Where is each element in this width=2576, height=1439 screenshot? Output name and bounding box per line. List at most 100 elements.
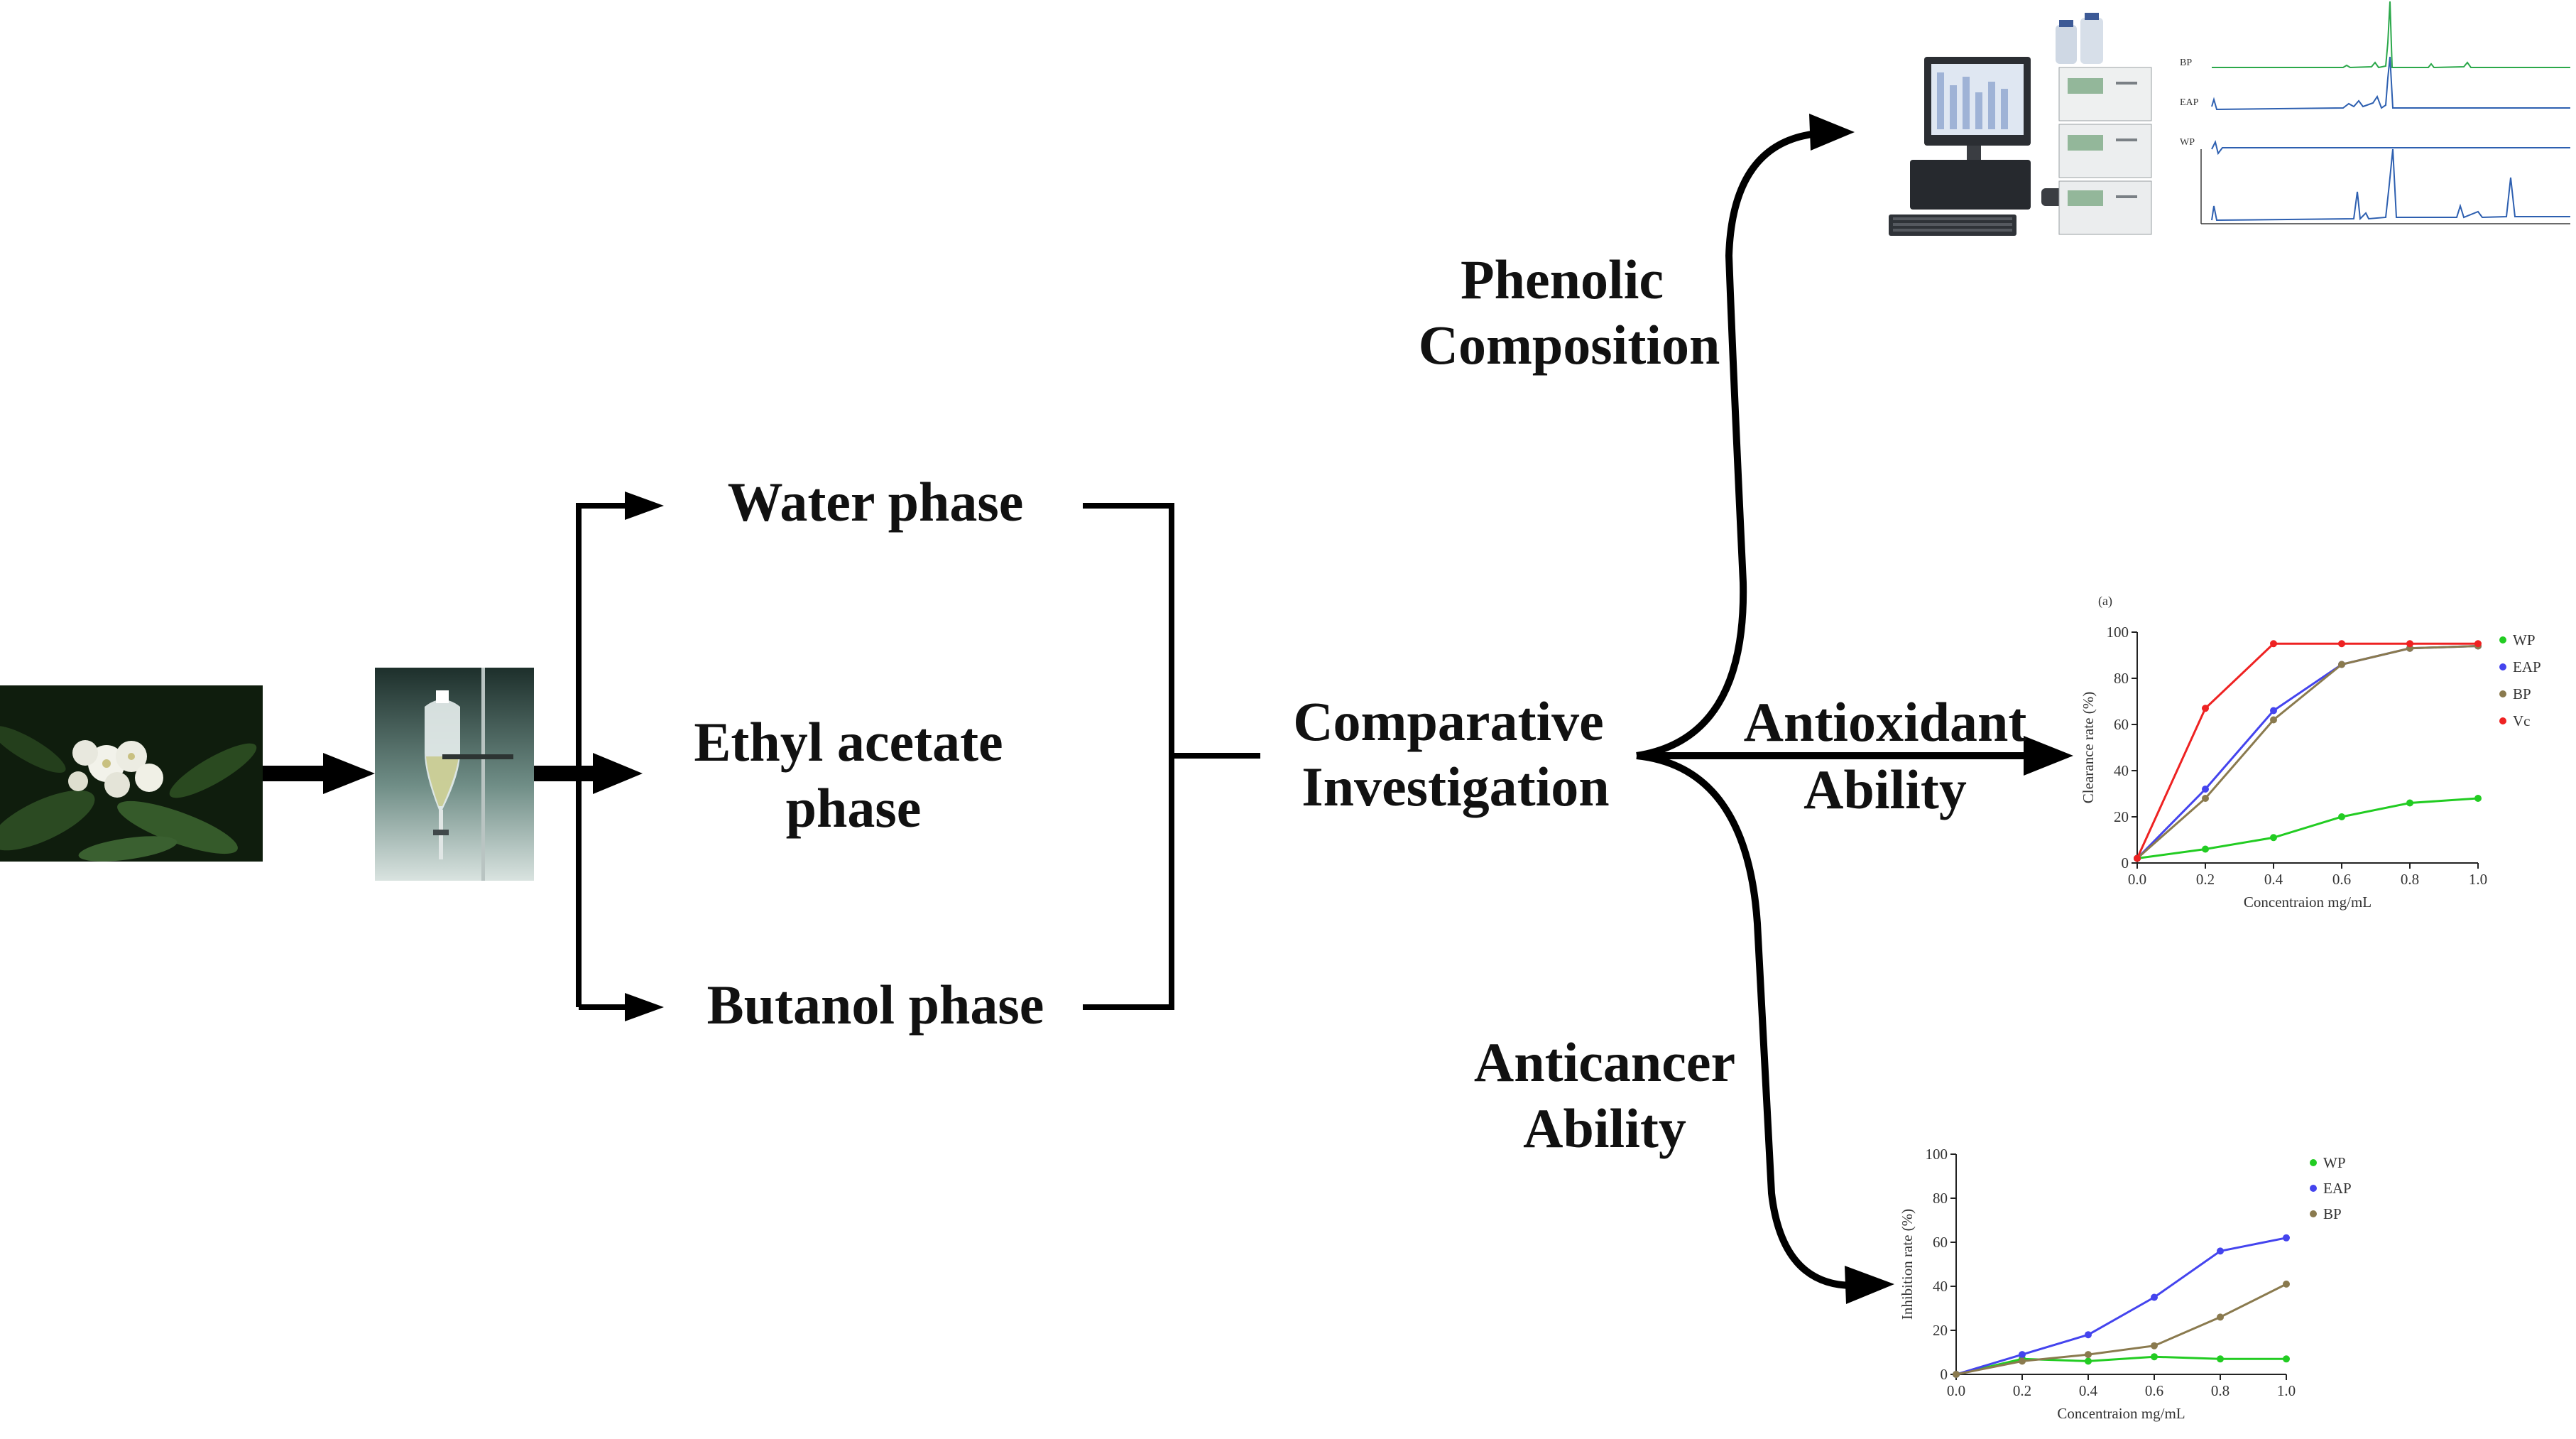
legend-marker-bp xyxy=(2499,690,2506,697)
data-point-wp xyxy=(2270,834,2277,842)
data-point-eap xyxy=(2019,1351,2026,1359)
trace-label-wp: WP xyxy=(2180,137,2195,148)
y-axis-label: Inhibition rate (%) xyxy=(1899,1209,1916,1320)
data-point-bp xyxy=(2338,661,2345,668)
x-tick-label: 0.6 xyxy=(2332,871,2351,888)
label-antioxidant: Antioxidant xyxy=(1744,691,2027,753)
arrow-to-phenolic xyxy=(1636,130,1818,759)
legend-marker-bp xyxy=(2310,1210,2317,1217)
trace-eap xyxy=(2211,56,2570,111)
arrowhead xyxy=(1809,114,1855,151)
y-tick-label: 20 xyxy=(1933,1322,1948,1339)
y-tick-label: 80 xyxy=(1933,1190,1948,1207)
panel-label: (a) xyxy=(2098,594,2112,609)
series-line-wp xyxy=(2136,797,2479,859)
data-point-eap xyxy=(2085,1331,2092,1339)
trace-wp xyxy=(2211,140,2570,156)
legend-marker-eap xyxy=(2310,1185,2317,1192)
x-tick-label: 0.8 xyxy=(2211,1382,2230,1399)
legend-marker-vc xyxy=(2499,717,2506,724)
data-point-bp xyxy=(2085,1351,2092,1359)
label-phenolic: Phenolic xyxy=(1461,249,1664,310)
legend-label-eap: EAP xyxy=(2513,658,2541,675)
label-ethyl-acetate-line2: phase xyxy=(786,777,922,839)
x-tick-label: 0.2 xyxy=(2196,871,2215,888)
arrow-to-anticancer xyxy=(1636,752,1854,1289)
data-point-vc xyxy=(2406,640,2413,648)
y-tick-label: 60 xyxy=(2114,716,2129,733)
y-tick-label: 40 xyxy=(2114,762,2129,779)
label-water-phase: Water phase xyxy=(728,471,1024,533)
y-tick-label: 80 xyxy=(2114,670,2129,687)
x-tick-label: 0.0 xyxy=(2128,871,2146,888)
hplc-instrument-photo xyxy=(1882,7,2166,245)
data-point-eap xyxy=(2217,1247,2224,1255)
data-point-wp xyxy=(2283,1355,2290,1363)
data-point-bp xyxy=(1953,1371,1960,1378)
arrowhead xyxy=(1845,1266,1894,1304)
data-point-eap xyxy=(2270,707,2277,715)
x-tick-label: 0.4 xyxy=(2264,871,2283,888)
data-point-vc xyxy=(2474,640,2482,648)
data-point-vc xyxy=(2134,854,2141,862)
y-tick-label: 100 xyxy=(2107,624,2129,641)
trace-bp xyxy=(2212,1,2570,69)
label-anticancer: Anticancer xyxy=(1474,1031,1735,1093)
legend-marker-wp xyxy=(2310,1159,2317,1166)
arrowhead xyxy=(323,753,375,794)
legend-label-vc: Vc xyxy=(2513,712,2531,729)
data-point-bp xyxy=(2151,1342,2158,1350)
y-tick-label: 40 xyxy=(1933,1278,1948,1295)
combine-bracket xyxy=(1083,503,1174,1010)
arrowhead xyxy=(593,753,643,794)
data-point-vc xyxy=(2270,640,2277,648)
trace-label-bp: BP xyxy=(2180,58,2192,68)
x-tick-label: 0.8 xyxy=(2401,871,2419,888)
label-ethyl-acetate-line1: Ethyl acetate xyxy=(694,711,1003,773)
data-point-wp xyxy=(2474,795,2482,802)
legend-marker-eap xyxy=(2499,663,2506,670)
data-point-wp xyxy=(2406,799,2413,807)
data-point-wp xyxy=(2151,1353,2158,1361)
hplc-chromatogram: BP EAP WP xyxy=(2173,0,2576,234)
data-point-wp xyxy=(2202,845,2209,853)
data-point-eap xyxy=(2202,786,2209,793)
legend-label-bp: BP xyxy=(2323,1205,2342,1222)
label-composition: Composition xyxy=(1419,314,1720,376)
data-point-bp xyxy=(2217,1313,2224,1321)
trace-wp-lower xyxy=(2211,148,2570,222)
data-point-bp xyxy=(2283,1280,2290,1288)
x-tick-label: 0.6 xyxy=(2145,1382,2163,1399)
y-tick-label: 0 xyxy=(1941,1366,1948,1383)
x-tick-label: 0.2 xyxy=(2013,1382,2031,1399)
x-tick-label: 0.0 xyxy=(1947,1382,1965,1399)
y-tick-label: 20 xyxy=(2114,808,2129,825)
data-point-eap xyxy=(2151,1293,2158,1301)
data-point-bp xyxy=(2270,716,2277,724)
data-point-bp xyxy=(2019,1357,2026,1365)
separatory-funnel-photo xyxy=(375,668,534,881)
label-investigation: Investigation xyxy=(1301,756,1609,818)
branch-bracket xyxy=(576,503,631,1007)
arrowhead xyxy=(625,492,664,520)
legend-label-wp: WP xyxy=(2513,631,2536,648)
label-comparative: Comparative xyxy=(1293,690,1604,752)
x-tick-label: 1.0 xyxy=(2277,1382,2296,1399)
antioxidant-chart: 0.0 0.2 0.4 0.6 0.8 1.0 0 20 40 60 80 100Concentrai… xyxy=(2080,594,2541,911)
series-line-bp xyxy=(2136,645,2479,859)
x-tick-label: 1.0 xyxy=(2469,871,2487,888)
arrowhead xyxy=(625,993,664,1021)
y-tick-label: 60 xyxy=(1933,1234,1948,1251)
x-axis-label: Concentraion mg/mL xyxy=(2244,894,2372,911)
y-tick-label: 0 xyxy=(2122,854,2129,871)
y-axis-label: Clearance rate (%) xyxy=(2080,692,2097,803)
data-point-wp xyxy=(2338,813,2345,820)
data-point-wp xyxy=(2217,1355,2224,1363)
trace-label-eap: EAP xyxy=(2180,97,2199,108)
legend-label-bp: BP xyxy=(2513,685,2531,702)
label-antioxidant-ability: Ability xyxy=(1803,759,1967,820)
series-line-wp xyxy=(1955,1355,2286,1376)
